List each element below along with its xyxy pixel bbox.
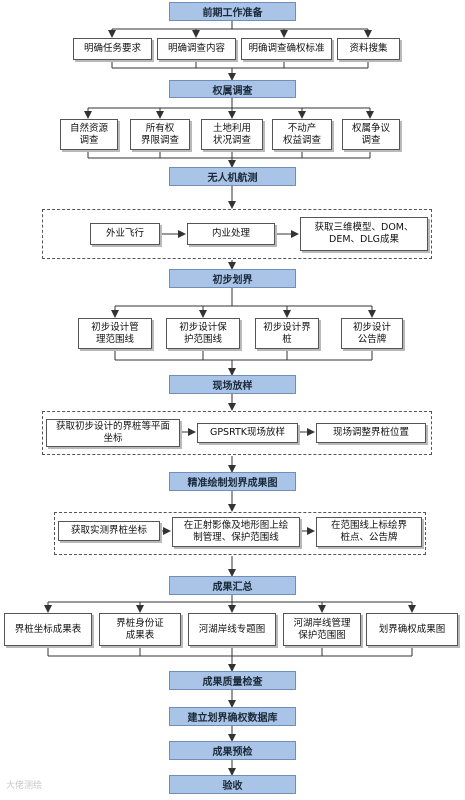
summary-item: 划界确权成果图 <box>366 613 458 646</box>
stage-precheck-label: 成果预检 <box>212 747 253 758</box>
prep-item: 资料搜集 <box>337 38 400 60</box>
summary-item: 界桩身份证 成果表 <box>99 613 181 646</box>
ownership-item: 不动产 权益调查 <box>272 119 332 150</box>
stage-summary: 成果汇总 <box>169 576 296 595</box>
stage-quality: 成果质量检查 <box>169 671 296 690</box>
precise-group <box>54 512 426 555</box>
stage-prep-label: 前期工作准备 <box>202 8 263 19</box>
stage-uav-label: 无人机航测 <box>207 173 258 184</box>
precise-item: 在范围线上标绘界 桩点、公告牌 <box>316 517 422 547</box>
initial-item: 初步设计管 理范围线 <box>78 318 152 349</box>
stage-ownership-label: 权属调查 <box>212 85 253 97</box>
initial-item: 初步设计保 护范围线 <box>166 318 240 349</box>
ownership-item: 自然资源 调查 <box>60 119 118 150</box>
stage-precise: 精准绘制划界成果图 <box>169 472 296 491</box>
uav-item: 获取三维模型、DOM、 DEM、DLG成果 <box>300 217 428 251</box>
ownership-item: 所有权 界限调查 <box>130 119 190 150</box>
uav-item: 内业处理 <box>187 223 275 245</box>
stage-summary-label: 成果汇总 <box>212 582 253 593</box>
stakeout-item: GPSRTK现场放样 <box>197 423 298 443</box>
precise-item: 获取实测界桩坐标 <box>58 521 160 541</box>
stage-ownership: 权属调查 <box>169 80 296 98</box>
watermark: 大佬测绘 <box>6 781 43 791</box>
stakeout-item: 现场调整界桩位置 <box>316 423 426 443</box>
initial-item: 初步设计界 桩 <box>255 318 319 349</box>
stakeout-item: 获取初步设计的界桩等平面 坐标 <box>46 419 180 447</box>
prep-item: 明确任务要求 <box>73 38 152 60</box>
summary-item: 河湖岸线专题图 <box>188 613 276 646</box>
stage-database-label: 建立划界确权数据库 <box>187 713 278 724</box>
stage-initial-label: 初步划界 <box>212 275 253 286</box>
stakeout-group <box>42 411 432 455</box>
summary-item: 河湖岸线管理 保护范围图 <box>283 613 361 646</box>
prep-item: 明确调查确权标准 <box>241 38 332 60</box>
stage-initial: 初步划界 <box>169 269 296 288</box>
prep-item: 明确调查内容 <box>157 38 236 60</box>
ownership-item: 权属争议 调查 <box>342 119 400 150</box>
stage-precheck: 成果预检 <box>169 741 296 760</box>
stage-stakeout-label: 现场放样 <box>212 381 253 392</box>
ownership-item: 土地利用 状况调查 <box>201 119 263 150</box>
precise-item: 在正射影像及地形图上绘 制管理、保护范围线 <box>172 517 300 547</box>
stage-acceptance: 验收 <box>169 775 296 794</box>
stage-uav: 无人机航测 <box>169 167 296 186</box>
stage-stakeout: 现场放样 <box>169 375 296 394</box>
uav-item: 外业飞行 <box>90 223 160 245</box>
stage-quality-label: 成果质量检查 <box>202 677 263 688</box>
uav-group <box>42 209 432 259</box>
stage-precise-label: 精准绘制划界成果图 <box>187 478 278 489</box>
summary-item: 界桩坐标成果表 <box>4 613 92 646</box>
initial-item: 初步设计 公告牌 <box>341 318 403 349</box>
stage-database: 建立划界确权数据库 <box>169 707 296 726</box>
stage-prep: 前期工作准备 <box>169 2 296 21</box>
stage-acceptance-label: 验收 <box>222 781 243 792</box>
